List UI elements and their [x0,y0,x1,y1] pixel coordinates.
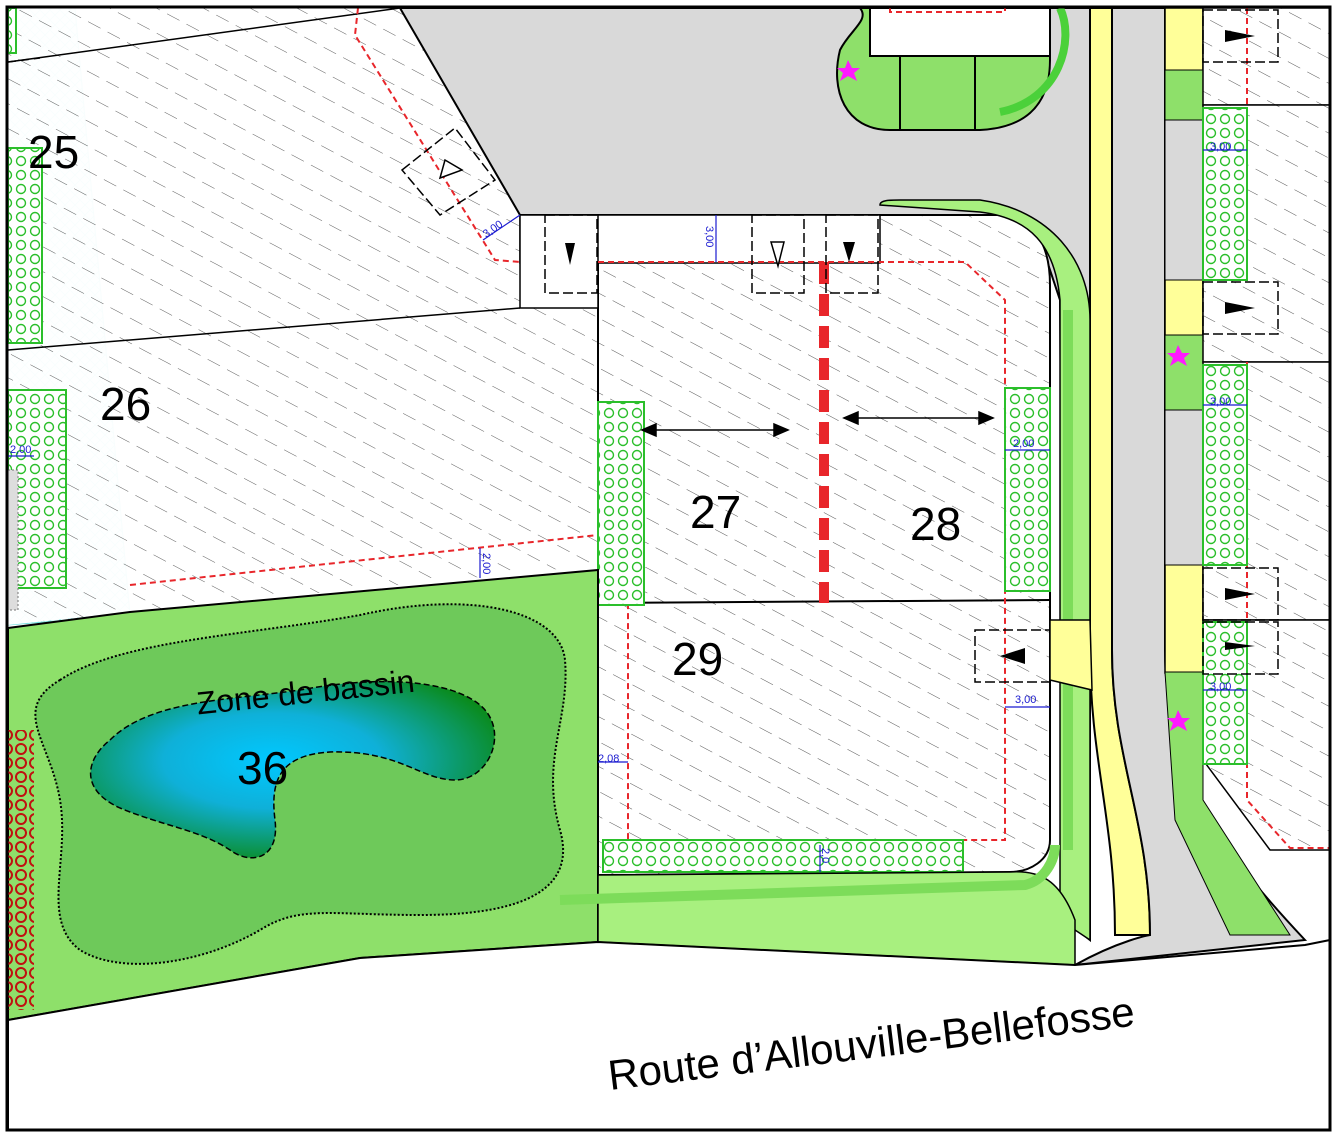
fence-post-left [7,469,19,611]
parcel-lot-25 [8,8,520,350]
access-strip-left [519,214,599,309]
right-grey-parking [1164,119,1204,281]
bassin-water [89,680,496,859]
setback-line-right [1246,362,1330,849]
dimension-label: 3,00 [1015,694,1036,706]
dimension-ticks [8,149,1247,872]
green-buffer-east [879,199,1091,942]
parcel-boundary [7,7,401,63]
dimension-label: 3,00 [1210,141,1231,153]
dimension-label: 2,0 [819,848,831,863]
access-arrows-open [438,158,785,269]
hedge-strip [602,839,964,873]
lot-label-36: 36 [237,742,288,794]
lot-label-27: 27 [690,486,741,538]
hedge-line [559,844,1060,905]
map-frame [5,5,1332,1132]
setback-line-lot26 [129,534,599,586]
parcel-right-1 [1202,7,1331,106]
setback-line-lot25 [353,7,521,263]
island-white [869,7,1051,57]
parcel-boundary-dashed [7,57,41,63]
setback-line-block [598,261,1006,841]
marker-icons [837,60,1190,731]
dimension-label: 2,08 [598,753,619,765]
right-green-wedge [1164,69,1204,121]
dimension-label: 3,00 [703,226,715,247]
dimension-label: 3,00 [1210,681,1231,693]
dimension-label: 2,00 [480,553,492,574]
access-arrows [565,30,1255,664]
dimension-label: 2,00 [10,444,31,456]
hedge-strip [1202,107,1248,281]
yellow-wedge [1049,619,1093,691]
lot-label-28: 28 [910,498,961,550]
parking-spots [400,9,1279,683]
right-green-wedge [1164,334,1204,411]
hedge-strip [7,7,17,54]
lot-label-25: 25 [28,126,79,178]
hedge-strip [597,401,645,606]
right-grey-parking [1164,409,1204,566]
hedge-line [999,6,1070,116]
dimension-label: 3,00 [1210,396,1231,408]
parcel-boundary [7,307,521,351]
hedge-strip [1004,387,1051,592]
lot-label-29: 29 [672,633,723,685]
parcel-lot-26 [8,308,598,625]
tree-hedge-left [6,730,34,1010]
hedge-strip [1202,364,1248,566]
dimension-arrows [640,410,995,438]
hedge-strip [7,147,43,344]
dimension-label: 2,00 [1013,438,1034,450]
setback-line-top [889,8,1006,13]
lot-label-26: 26 [100,378,151,430]
